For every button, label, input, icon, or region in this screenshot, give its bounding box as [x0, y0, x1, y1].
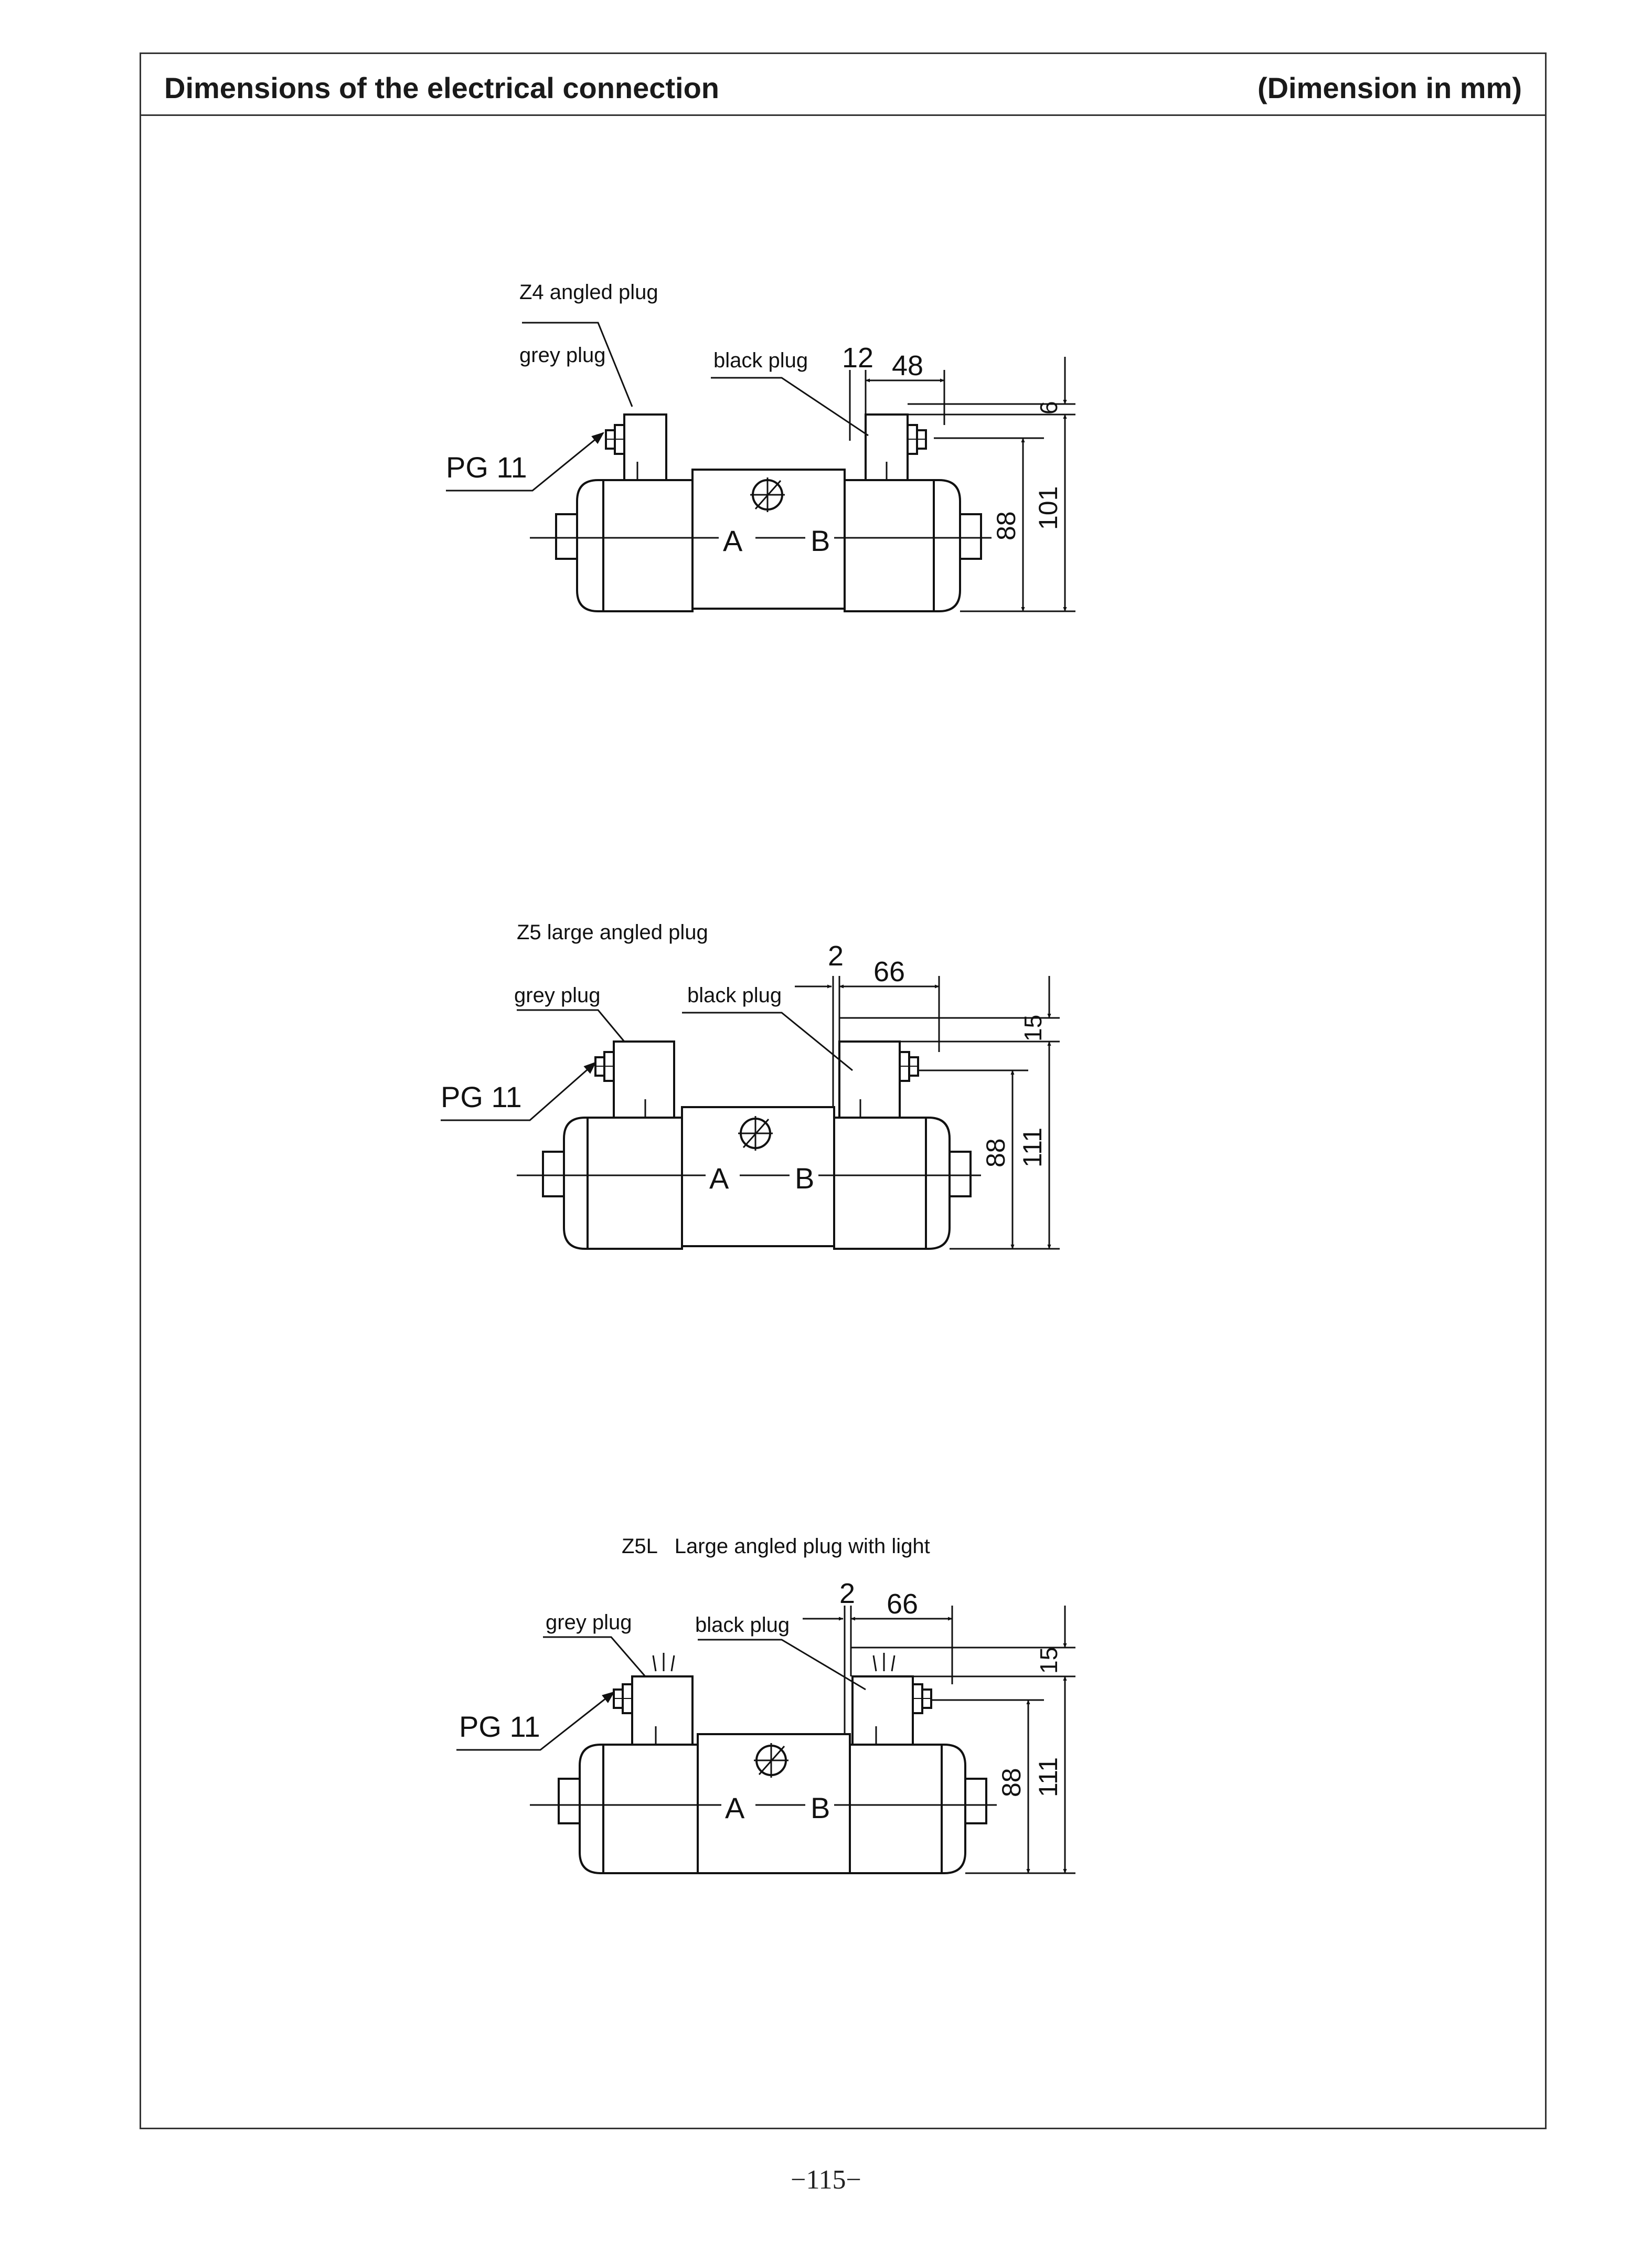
- light-indicator-icon: [652, 1653, 675, 1672]
- left-pin: [558, 1778, 581, 1824]
- dim-h1: 88: [997, 1768, 1026, 1797]
- grey-plug-label: grey plug: [519, 344, 606, 367]
- dim-gap: 2: [828, 940, 844, 972]
- diagram-z5l: [456, 1606, 1075, 1874]
- dim-top: 15: [1019, 1015, 1047, 1042]
- left-pin: [542, 1151, 565, 1197]
- right-solenoid: [844, 479, 961, 612]
- caption: Z4 angled plug: [519, 281, 658, 304]
- black-plug-label: black plug: [687, 984, 782, 1007]
- dim-h2: 111: [1033, 1757, 1063, 1797]
- right-pin: [959, 513, 982, 560]
- left-solenoid: [579, 1744, 699, 1874]
- right-solenoid: [833, 1117, 951, 1250]
- left-pin: [555, 513, 578, 560]
- grey-plug-body: [623, 413, 667, 481]
- pg-label: PG 11: [441, 1080, 522, 1113]
- dim-gap: 2: [839, 1578, 855, 1609]
- grey-plug-label: grey plug: [546, 1611, 632, 1634]
- page-number: −115−: [791, 2165, 861, 2195]
- left-solenoid: [563, 1117, 683, 1250]
- right-pin: [948, 1151, 972, 1197]
- port-a-label: A: [709, 1162, 729, 1195]
- dim-h2: 101: [1033, 486, 1063, 530]
- port-b-label: B: [811, 1791, 830, 1824]
- dim-width: 66: [887, 1588, 918, 1620]
- diagram-z5: [441, 976, 1060, 1250]
- light-indicator-icon: [872, 1653, 896, 1672]
- diagram-z4-labels: Z4 angled plug grey plug black plug PG 1…: [446, 281, 1063, 557]
- pg-label: PG 11: [459, 1710, 540, 1743]
- dim-top: 15: [1035, 1647, 1062, 1674]
- diagram-z4: [446, 322, 1075, 612]
- black-plug-label: black plug: [695, 1613, 790, 1637]
- dim-width: 66: [873, 956, 905, 987]
- port-b-label: B: [795, 1162, 814, 1195]
- caption: Z5 large angled plug: [517, 921, 708, 944]
- port-b-label: B: [811, 524, 830, 557]
- diagram-z5l-labels: Z5L Large angled plug with light grey pl…: [459, 1535, 1063, 1824]
- right-solenoid: [849, 1744, 966, 1874]
- dim-h2: 111: [1018, 1128, 1047, 1167]
- right-pin: [964, 1778, 987, 1824]
- section-header: Dimensions of the electrical connection …: [141, 54, 1545, 116]
- left-solenoid: [576, 479, 694, 612]
- unit-note: (Dimension in mm): [1257, 71, 1522, 104]
- grey-plug-body: [631, 1675, 694, 1746]
- black-plug-label: black plug: [713, 349, 808, 372]
- port-a-label: A: [725, 1791, 745, 1824]
- page-frame: Dimensions of the electrical connection …: [140, 52, 1547, 2129]
- dim-h1: 88: [981, 1138, 1010, 1167]
- caption: Z5L Large angled plug with light: [622, 1535, 930, 1558]
- pg-label: PG 11: [446, 451, 527, 484]
- section-title: Dimensions of the electrical connection: [164, 71, 720, 104]
- grey-plug-label: grey plug: [514, 984, 601, 1007]
- dim-gap: 12: [842, 342, 873, 374]
- dim-h1: 88: [992, 511, 1021, 540]
- grey-plug-body: [613, 1040, 675, 1119]
- diagram-z5-labels: Z5 large angled plug grey plug black plu…: [441, 921, 1047, 1195]
- dim-width: 48: [892, 350, 923, 381]
- black-plug-body: [838, 1040, 901, 1119]
- dim-top: 6: [1035, 401, 1062, 415]
- port-a-label: A: [723, 524, 743, 557]
